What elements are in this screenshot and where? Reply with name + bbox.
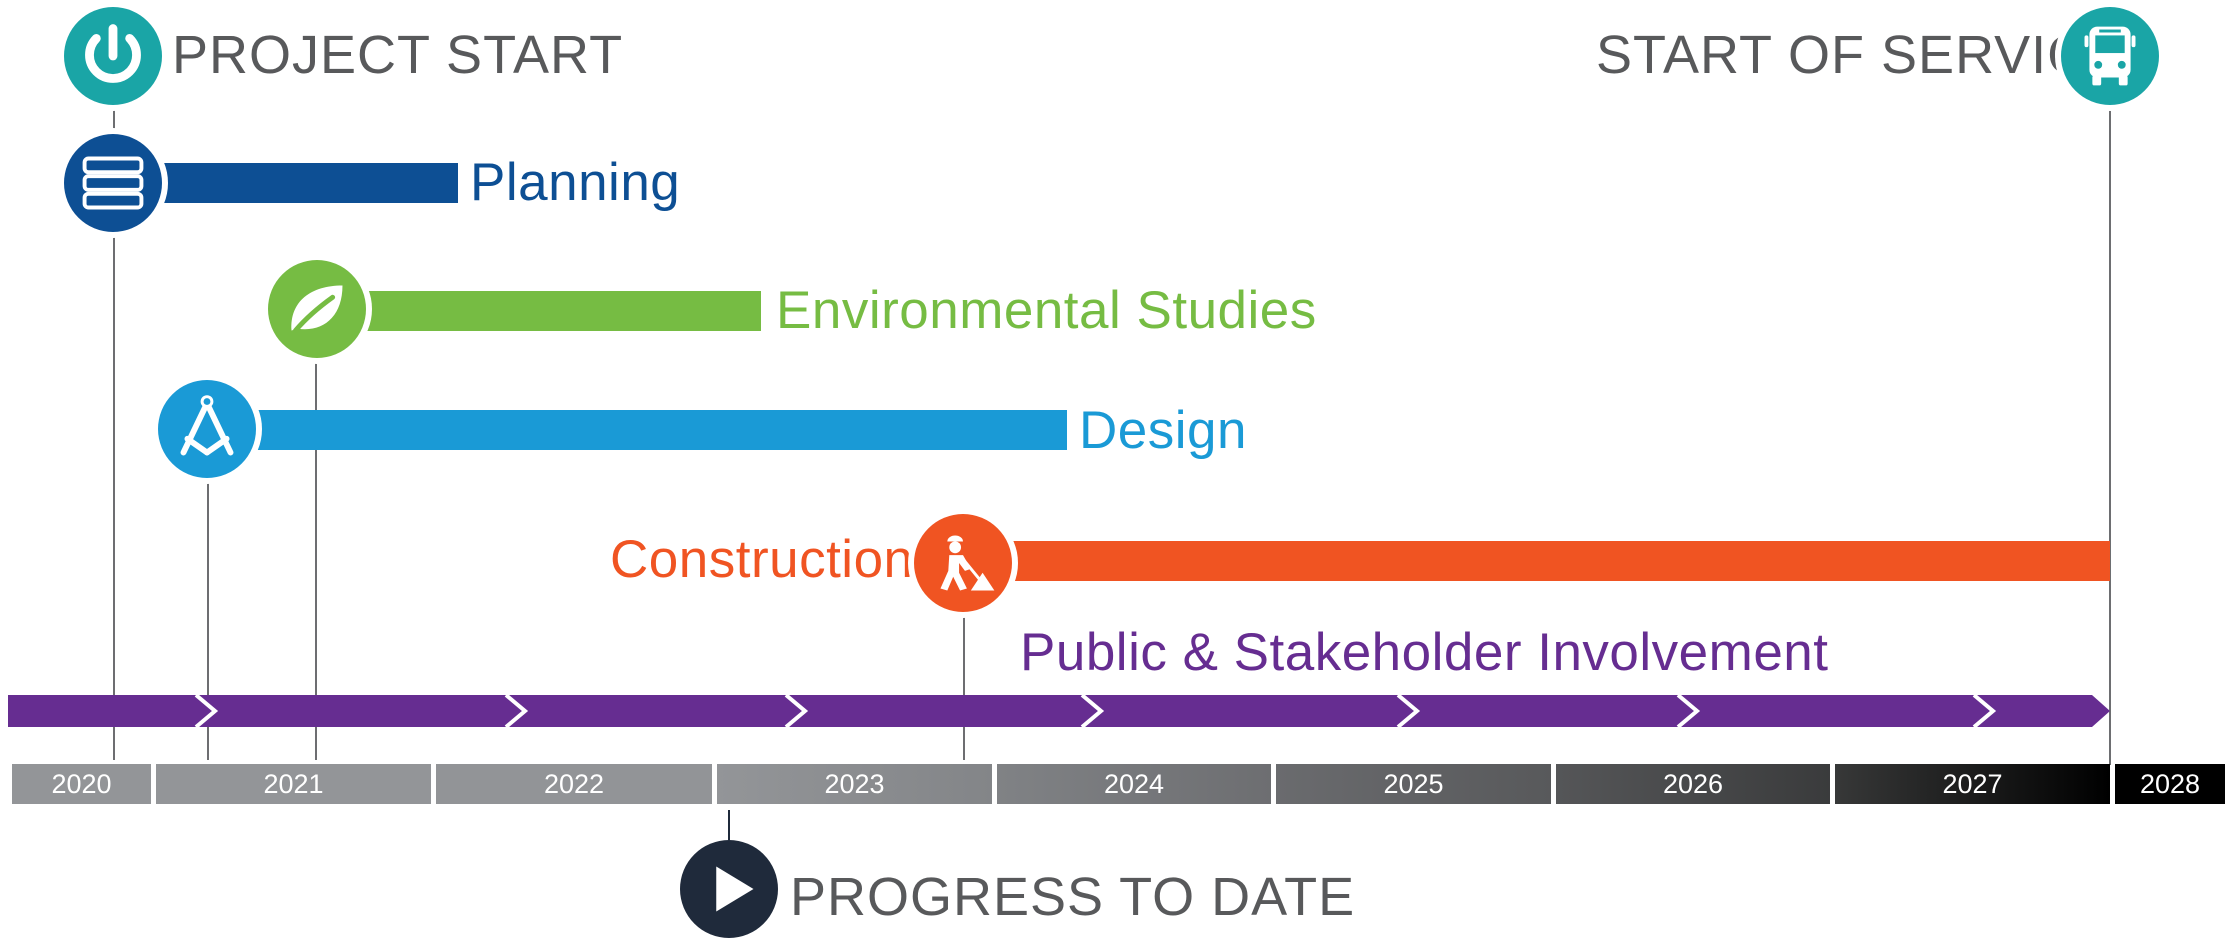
compass-icon — [180, 395, 234, 456]
project-start-label: PROJECT START — [172, 25, 624, 85]
design-connector — [207, 470, 209, 760]
year-segment-2026: 2026 — [1556, 764, 1830, 804]
construction-connector — [963, 600, 965, 760]
year-segment-2028: 2028 — [2115, 764, 2225, 804]
start-of-service-label: START OF SERVICE — [1596, 25, 2125, 85]
year-segment-2020: 2020 — [12, 764, 151, 804]
environmental-studies-bar — [355, 291, 761, 331]
leaf-icon — [291, 285, 343, 334]
year-segment-2021: 2021 — [156, 764, 431, 804]
bus-icon — [2084, 26, 2136, 86]
environmental-connector — [315, 348, 317, 760]
planning-badge — [64, 134, 162, 232]
year-segment-2023: 2023 — [717, 764, 992, 804]
design-label: Design — [1079, 401, 1247, 460]
power-icon — [85, 24, 141, 83]
construction-worker-icon — [940, 535, 995, 591]
progress-to-date-badge — [680, 840, 778, 938]
construction-label: Construction — [610, 530, 914, 589]
year-segment-2024: 2024 — [997, 764, 1271, 804]
year-segment-2027: 2027 — [1835, 764, 2110, 804]
progress-to-date-label: PROGRESS TO DATE — [790, 867, 1356, 927]
project-start-connector — [113, 60, 115, 760]
construction-bar — [1000, 541, 2110, 581]
environmental-studies-label: Environmental Studies — [776, 281, 1317, 340]
server-stack-icon — [82, 156, 144, 210]
planning-label: Planning — [470, 153, 681, 212]
design-bar — [245, 410, 1067, 450]
year-segment-2025: 2025 — [1276, 764, 1551, 804]
project-start-badge — [64, 7, 162, 105]
construction-badge — [914, 514, 1012, 612]
start-of-service-badge — [2061, 7, 2159, 105]
environmental-studies-badge — [268, 260, 366, 358]
involvement-band — [8, 693, 2110, 729]
start-of-service-connector — [2109, 100, 2111, 765]
progress-connector — [728, 810, 730, 840]
planning-bar — [150, 163, 458, 203]
year-segment-2022: 2022 — [436, 764, 712, 804]
play-icon — [716, 866, 754, 912]
design-badge — [158, 380, 256, 478]
involvement-label: Public & Stakeholder Involvement — [1020, 623, 1829, 682]
